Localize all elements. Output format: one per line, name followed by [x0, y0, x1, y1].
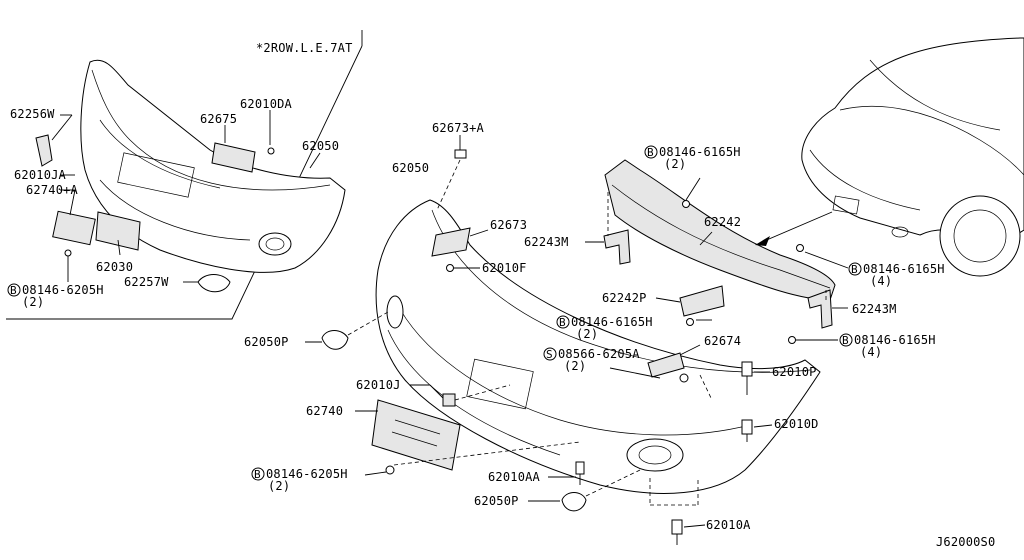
part-62050P-b-shape — [561, 492, 587, 512]
bolt-b-marker-e: B — [842, 334, 849, 347]
label-62010P: 62010P — [772, 365, 817, 379]
qty-2-c: (2) — [576, 327, 598, 341]
label-62674: 62674 — [704, 334, 741, 348]
bolt-b-marker-f: B — [254, 468, 261, 481]
label-62242P: 62242P — [602, 291, 647, 305]
label-62050-a: 62050 — [302, 139, 339, 153]
part-62740A-shape — [52, 210, 96, 246]
qty-2-d: (2) — [564, 359, 586, 373]
qty-4-b: (4) — [860, 345, 882, 359]
diagram-id: J62000S0 — [936, 535, 995, 549]
part-62050P-a-shape — [321, 330, 349, 350]
label-62010F: 62010F — [482, 261, 527, 275]
bolt-b-marker-d: B — [851, 263, 858, 276]
main-bumper — [375, 199, 821, 494]
label-62243M-a: 62243M — [524, 235, 569, 249]
bracket-62243M-left — [603, 229, 631, 265]
label-08566-6205A: 08566-6205A — [558, 347, 640, 361]
vehicle-silhouette — [801, 37, 1024, 277]
part-62673-shape — [431, 227, 471, 257]
inset-small-parts — [35, 134, 275, 293]
label-08146-6165H-c: 08146-6165H — [863, 262, 945, 276]
label-08146-6205H-a: 08146-6205H — [22, 283, 104, 297]
label-08146-6205H-b: 08146-6205H — [266, 467, 348, 481]
part-62256W-shape — [35, 134, 53, 167]
label-62257W: 62257W — [124, 275, 169, 289]
label-62673: 62673 — [490, 218, 527, 232]
label-08146-6165H-d: 08146-6165H — [854, 333, 936, 347]
part-62675-shape — [211, 142, 256, 173]
label-62242: 62242 — [704, 215, 741, 229]
main-leaders — [305, 135, 849, 528]
label-62010AA: 62010AA — [488, 470, 541, 484]
label-62243M-b: 62243M — [852, 302, 897, 316]
label-62675: 62675 — [200, 112, 237, 126]
label-62010J: 62010J — [356, 378, 401, 392]
label-62010DA: 62010DA — [240, 97, 293, 111]
label-62050P-a: 62050P — [244, 335, 289, 349]
label-08146-6165H-a: 08146-6165H — [659, 145, 741, 159]
bracket-62242P — [679, 285, 725, 317]
qty-4-a: (4) — [870, 274, 892, 288]
part-62674-shape — [647, 352, 685, 378]
bolt-b-marker-b: B — [647, 146, 654, 159]
label-62740: 62740 — [306, 404, 343, 418]
part-62010J-shape — [442, 393, 456, 407]
direction-arrow — [755, 211, 833, 246]
inset-frame — [6, 30, 363, 320]
inset-leaders — [51, 110, 321, 283]
qty-2-b: (2) — [664, 157, 686, 171]
label-62050-b: 62050 — [392, 161, 429, 175]
part-62030-shape — [95, 211, 141, 251]
bolt-b-marker-c: B — [559, 316, 566, 329]
reinforcement-62242 — [603, 159, 836, 344]
label-62010JA: 62010JA — [14, 168, 67, 182]
license-plate-bracket-62740 — [371, 399, 461, 471]
label-08146-6165H-b: 08146-6165H — [571, 315, 653, 329]
bolt-b-marker: B — [10, 284, 17, 297]
label-62740A: 62740+A — [26, 183, 79, 197]
main-small-parts — [321, 149, 753, 545]
label-62010A: 62010A — [706, 518, 751, 532]
screw-s-marker: S — [546, 348, 553, 361]
label-62256W: 62256W — [10, 107, 55, 121]
inset-bumper — [80, 59, 346, 273]
part-62257W-shape — [197, 274, 231, 293]
label-62030: 62030 — [96, 260, 133, 274]
inset-note: *2ROW.L.E.7AT — [256, 41, 353, 55]
label-62050P-b: 62050P — [474, 494, 519, 508]
label-62010D: 62010D — [774, 417, 819, 431]
qty-2-e: (2) — [268, 479, 290, 493]
qty-2-a: (2) — [22, 295, 44, 309]
label-62673A: 62673+A — [432, 121, 485, 135]
part-62673A-shape — [454, 149, 467, 159]
